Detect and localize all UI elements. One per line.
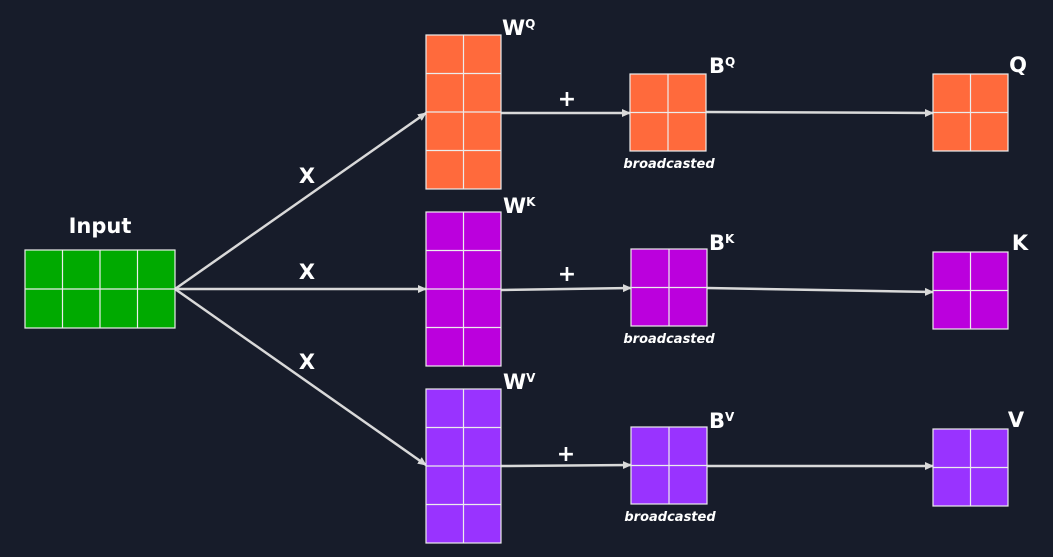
bias-label-q: BQ — [709, 54, 735, 78]
weight-sup-q: Q — [525, 17, 535, 31]
arrow-bq-to-q — [705, 108, 934, 117]
weight-matrix-v — [425, 388, 502, 544]
weight-matrix-k — [425, 211, 502, 367]
broadcast-note-q: broadcasted — [623, 157, 715, 172]
bias-sup-v: V — [725, 410, 735, 424]
multiply-symbol-v: X — [299, 350, 315, 374]
bias-label-v: BV — [709, 409, 735, 433]
input-label: Input — [69, 214, 132, 238]
arrow-wv-to-bv — [500, 461, 632, 470]
weight-sup-k: K — [526, 195, 536, 209]
bias-label-k: BK — [709, 231, 735, 255]
multiply-symbol-k: X — [299, 260, 315, 284]
arrow-input-to-wq — [174, 111, 427, 291]
input-matrix — [24, 249, 176, 329]
multiply-symbol-q: X — [299, 164, 315, 188]
bias-sup-k: K — [725, 232, 735, 246]
output-label-q: Q — [1009, 53, 1027, 77]
broadcast-note-v: broadcasted — [624, 510, 716, 525]
output-matrix-v — [932, 428, 1009, 507]
output-label-v: V — [1008, 408, 1025, 432]
bias-sup-q: Q — [725, 55, 735, 69]
weight-matrix-q — [425, 34, 502, 190]
bias-matrix-v — [630, 426, 708, 505]
arrow-wk-to-bk — [500, 284, 632, 293]
output-matrix-k — [932, 251, 1009, 330]
output-matrix-q — [932, 73, 1009, 152]
weight-label-q: WQ — [502, 16, 535, 40]
add-symbol-k: + — [558, 262, 576, 287]
arrows — [174, 108, 934, 470]
arrow-input-to-wv — [174, 287, 427, 467]
broadcast-note-k: broadcasted — [623, 332, 715, 347]
weight-sup-v: V — [526, 371, 536, 385]
bias-matrix-k — [630, 248, 708, 327]
output-label-k: K — [1012, 231, 1029, 255]
weight-label-v: WV — [503, 370, 536, 394]
arrow-bk-to-k — [706, 286, 934, 296]
add-symbol-q: + — [558, 87, 576, 112]
bias-matrix-q — [629, 73, 707, 152]
matrices — [24, 34, 1009, 544]
add-symbol-v: + — [557, 442, 575, 467]
weight-label-k: WK — [503, 194, 536, 218]
